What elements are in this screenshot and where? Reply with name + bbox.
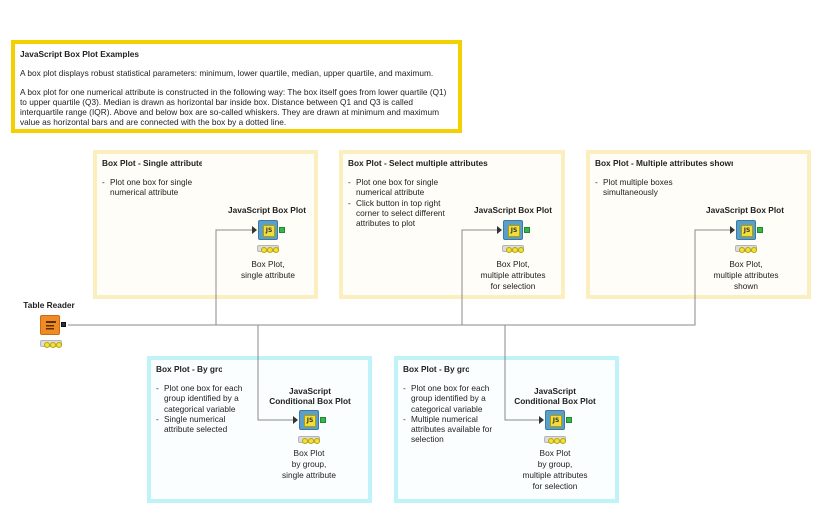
intro-para-2: A box plot for one numerical attribute i… <box>20 86 447 128</box>
js-icon: JS <box>741 225 753 237</box>
table-reader-node[interactable] <box>40 315 60 335</box>
annotation-item: Single numerical attribute selected <box>156 414 244 434</box>
node-title-line: JavaScript <box>534 386 576 396</box>
node-caption-bp3: Box Plot, multiple attributes shown <box>696 259 796 292</box>
annotation-item: Plot one box for each group identified b… <box>403 383 493 414</box>
caption-line: Box Plot <box>539 448 571 458</box>
output-port-icon[interactable] <box>279 227 285 233</box>
caption-line: by group, <box>537 459 573 469</box>
node-status-reader <box>40 340 62 348</box>
annotation-title: Box Plot - Multiple attributes shown <box>595 158 733 168</box>
intro-title: JavaScript Box Plot Examples <box>20 49 139 59</box>
caption-line: by group, <box>291 459 327 469</box>
caption-line: multiple attributes <box>522 470 588 480</box>
node-title-line: JavaScript <box>289 386 331 396</box>
input-port-icon[interactable] <box>293 416 298 424</box>
node-title-bp3: JavaScript Box Plot <box>706 205 784 215</box>
annotation-title: Box Plot - By group <box>403 364 469 374</box>
node-status-cbp2 <box>544 436 566 444</box>
js-icon: JS <box>550 415 562 427</box>
annotation-title: Box Plot - By group <box>156 364 222 374</box>
node-title-cbp1: JavaScript Conditional Box Plot <box>255 386 365 406</box>
node-title-line: Conditional Box Plot <box>514 396 596 406</box>
node-status-bp2 <box>502 245 524 253</box>
node-caption-bp1: Box Plot, single attribute <box>218 259 318 281</box>
js-icon: JS <box>263 225 275 237</box>
javascript-box-plot-node-1[interactable]: JS <box>258 220 278 240</box>
javascript-conditional-box-plot-node-1[interactable]: JS <box>299 410 319 430</box>
caption-line: single attribute <box>282 470 336 480</box>
caption-line: shown <box>734 281 758 291</box>
output-port-icon[interactable] <box>320 417 326 423</box>
intro-para-1: A box plot displays robust statistical p… <box>20 68 434 79</box>
caption-line: for selection <box>532 481 578 491</box>
javascript-box-plot-node-3[interactable]: JS <box>736 220 756 240</box>
node-status-bp1 <box>257 245 279 253</box>
input-port-icon[interactable] <box>252 226 257 234</box>
node-caption-bp2: Box Plot, multiple attributes for select… <box>463 259 563 292</box>
output-port-icon[interactable] <box>524 227 530 233</box>
table-icon <box>46 321 56 331</box>
node-title-bp1: JavaScript Box Plot <box>228 205 306 215</box>
caption-line: Box Plot <box>293 448 325 458</box>
intro-annotation: JavaScript Box Plot Examples A box plot … <box>11 40 462 133</box>
caption-line: Box Plot, <box>729 259 763 269</box>
input-port-icon[interactable] <box>539 416 544 424</box>
js-icon: JS <box>508 225 520 237</box>
output-port-icon[interactable] <box>757 227 763 233</box>
node-caption-cbp2: Box Plot by group, multiple attributes f… <box>505 448 605 492</box>
output-port-icon[interactable] <box>566 417 572 423</box>
annotation-item: Plot one box for single numerical attrib… <box>102 177 202 197</box>
annotation-title: Box Plot - Single attribute <box>102 158 202 168</box>
annotation-item: Plot one box for each group identified b… <box>156 383 244 414</box>
caption-line: single attribute <box>241 270 295 280</box>
caption-line: multiple attributes <box>480 270 546 280</box>
node-title-table-reader: Table Reader <box>23 300 75 310</box>
annotation-item: Multiple numerical attributes available … <box>403 414 493 445</box>
input-port-icon[interactable] <box>497 226 502 234</box>
caption-line: for selection <box>490 281 536 291</box>
node-status-bp3 <box>735 245 757 253</box>
javascript-conditional-box-plot-node-2[interactable]: JS <box>545 410 565 430</box>
input-port-icon[interactable] <box>730 226 735 234</box>
annotation-item: Click button in top right corner to sele… <box>348 198 448 229</box>
node-title-line: Conditional Box Plot <box>269 396 351 406</box>
caption-line: multiple attributes <box>713 270 779 280</box>
node-caption-cbp1: Box Plot by group, single attribute <box>259 448 359 481</box>
node-title-bp2: JavaScript Box Plot <box>474 205 552 215</box>
annotation-title: Box Plot - Select multiple attributes <box>348 158 488 168</box>
output-port-icon[interactable] <box>61 322 66 327</box>
annotation-item: Plot multiple boxes simultaneously <box>595 177 675 197</box>
annotation-item: Plot one box for single numerical attrib… <box>348 177 448 197</box>
javascript-box-plot-node-2[interactable]: JS <box>503 220 523 240</box>
node-status-cbp1 <box>298 436 320 444</box>
node-title-cbp2: JavaScript Conditional Box Plot <box>500 386 610 406</box>
caption-line: Box Plot, <box>496 259 530 269</box>
js-icon: JS <box>304 415 316 427</box>
caption-line: Box Plot, <box>251 259 285 269</box>
